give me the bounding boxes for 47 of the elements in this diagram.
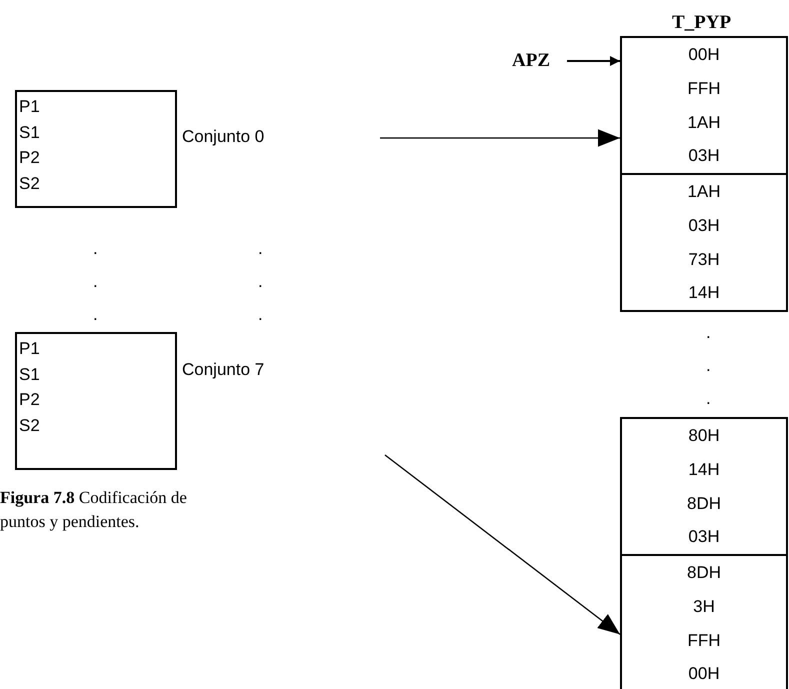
cell-value: 80H [687,425,721,447]
arrow [384,454,620,635]
ellipsis-dot: . [258,271,263,293]
ellipsis-dot: . [258,304,263,326]
set-label: Conjunto 7 [182,360,264,380]
cell-value: S2 [18,414,41,436]
table-title: T_PYP [672,12,732,34]
table-block [620,173,788,312]
table-block [620,36,788,175]
cell-value: S2 [18,172,41,194]
ellipsis-dot: . [258,238,263,260]
figure-caption: Figura 7.8 Codificación de puntos y pendientes. [0,487,188,533]
cell-value: P1 [18,338,41,360]
pointer-label: APZ [512,49,550,73]
cell-value: 73H [687,248,721,271]
cell-value: P2 [18,389,41,411]
ellipsis-dot: . [706,355,711,377]
cell-value: FFH [686,78,722,100]
table-block [620,417,788,556]
set-label: Conjunto 0 [182,127,264,147]
register-box [15,90,177,208]
cell-value: FFH [686,630,722,652]
cell-value: 00H [687,663,721,686]
arrow [380,129,620,147]
cell-value: 14H [687,282,721,304]
cell-value: 1AH [686,181,722,203]
cell-value: 00H [687,44,721,66]
register-box [15,332,177,470]
cell-value: 03H [687,526,721,548]
ellipsis-dot: . [93,304,98,326]
table-block [620,554,788,689]
cell-value: 8DH [686,492,722,515]
cell-value: 1AH [686,112,722,134]
ellipsis-dot: . [93,271,98,293]
ellipsis-dot: . [706,322,711,344]
arrow [567,56,620,66]
cell-value: 3H [692,596,716,618]
cell-value: 03H [687,145,721,168]
cell-value: P2 [18,147,41,169]
cell-value: 03H [687,214,721,237]
cell-value: 8DH [686,562,722,584]
cell-value: S1 [18,364,41,386]
cell-value: P1 [18,96,41,118]
cell-value: S1 [18,122,41,144]
cell-value: 14H [687,458,721,481]
ellipsis-dot: . [706,388,711,410]
ellipsis-dot: . [93,238,98,260]
